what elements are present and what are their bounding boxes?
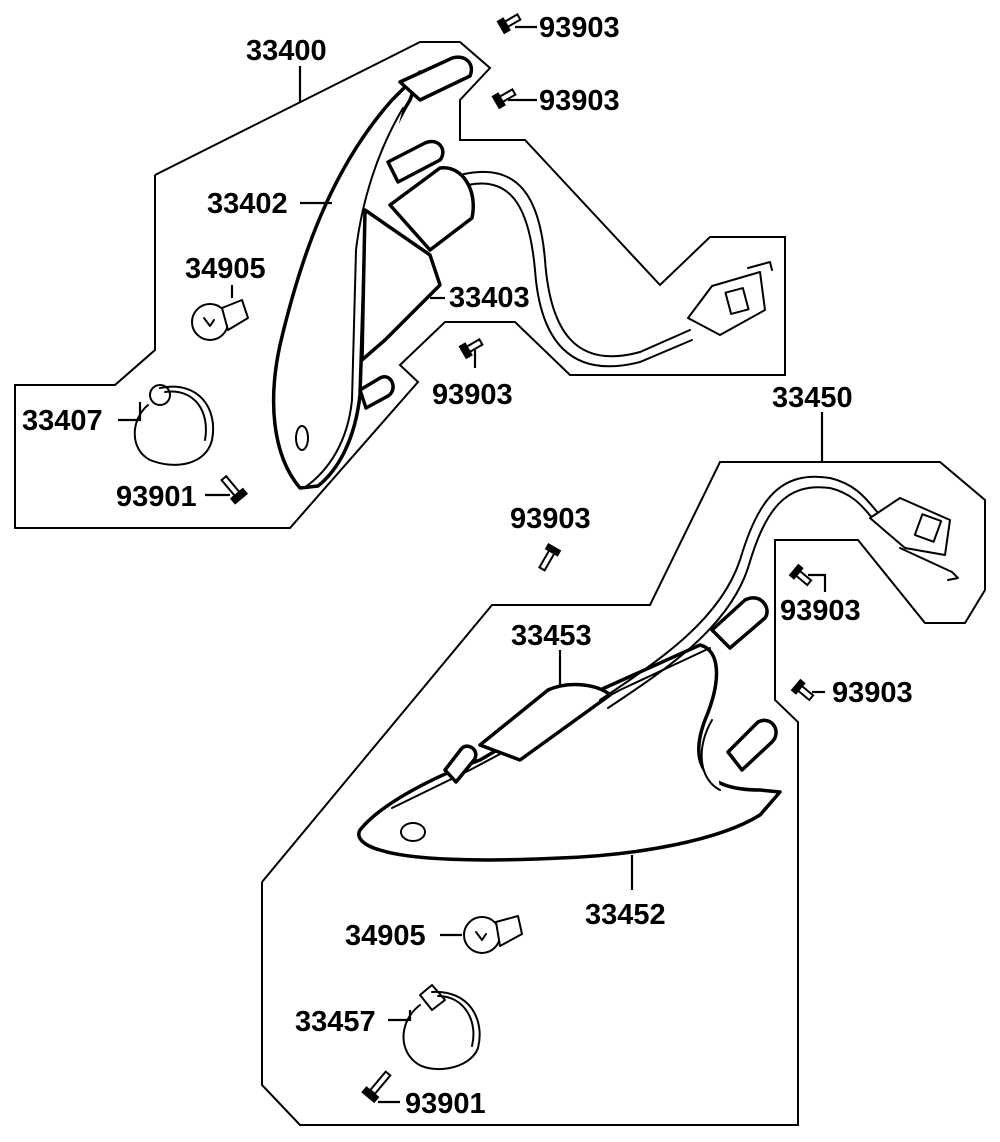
screw-icon — [458, 338, 484, 360]
bulb-socket-icon — [402, 984, 481, 1071]
screw-icon — [361, 1070, 392, 1104]
leader-33457 — [388, 1010, 412, 1022]
mounting-stud-a-low — [358, 375, 395, 410]
screw-icon — [220, 474, 249, 505]
mounting-stud-b-low — [726, 718, 778, 772]
wire-harness-a — [459, 170, 693, 368]
screw-icon — [790, 678, 815, 702]
bracket-33403 — [360, 208, 442, 362]
callout-33450: 33450 — [772, 382, 853, 414]
callout-93903: 93903 — [539, 85, 620, 117]
mounting-stud-b-top — [710, 596, 769, 650]
connector-icon — [687, 261, 773, 336]
callout-33453: 33453 — [511, 620, 592, 652]
screw-icon — [496, 13, 522, 35]
callout-93901: 93901 — [405, 1088, 486, 1120]
screw-icon — [538, 543, 562, 572]
callout-33407: 33407 — [22, 405, 103, 437]
callout-33400: 33400 — [246, 35, 327, 67]
leader-33407 — [118, 402, 142, 422]
callout-93903: 93903 — [539, 12, 620, 44]
mounting-stud-a-top — [398, 55, 474, 102]
callout-34905: 34905 — [185, 253, 266, 285]
callout-33452: 33452 — [585, 899, 666, 931]
assembly-33400: 33400 33402 34905 33403 33407 93901 9390… — [14, 12, 786, 529]
group-outline-33450 — [261, 461, 986, 1126]
callout-93903: 93903 — [432, 379, 513, 411]
mounting-stud-b-left — [443, 744, 478, 784]
mounting-stud-a-mid — [386, 139, 445, 184]
group-outline-33400 — [14, 41, 786, 529]
bulb-icon — [191, 299, 249, 341]
screw-icon — [491, 88, 517, 110]
assembly-33450: 33450 93903 93903 93903 33453 33452 3490… — [261, 382, 986, 1126]
callout-33403: 33403 — [449, 282, 530, 314]
lens-housing-33402 — [271, 70, 422, 490]
screw-icon — [788, 563, 813, 587]
callout-34905: 34905 — [345, 920, 426, 952]
callout-33402: 33402 — [207, 188, 288, 220]
callout-33457: 33457 — [295, 1006, 376, 1038]
callout-93903: 93903 — [510, 503, 591, 535]
bulb-icon — [463, 915, 523, 954]
wire-harness-b — [599, 475, 881, 709]
lens-housing-33452 — [357, 643, 782, 862]
callout-93903: 93903 — [780, 595, 861, 627]
connector-icon — [869, 497, 959, 581]
leader-93903-right1 — [808, 573, 827, 592]
bulb-socket-icon — [133, 384, 215, 466]
reflector-33453 — [478, 682, 612, 762]
callout-93901: 93901 — [116, 481, 197, 513]
callout-93903: 93903 — [832, 677, 913, 709]
